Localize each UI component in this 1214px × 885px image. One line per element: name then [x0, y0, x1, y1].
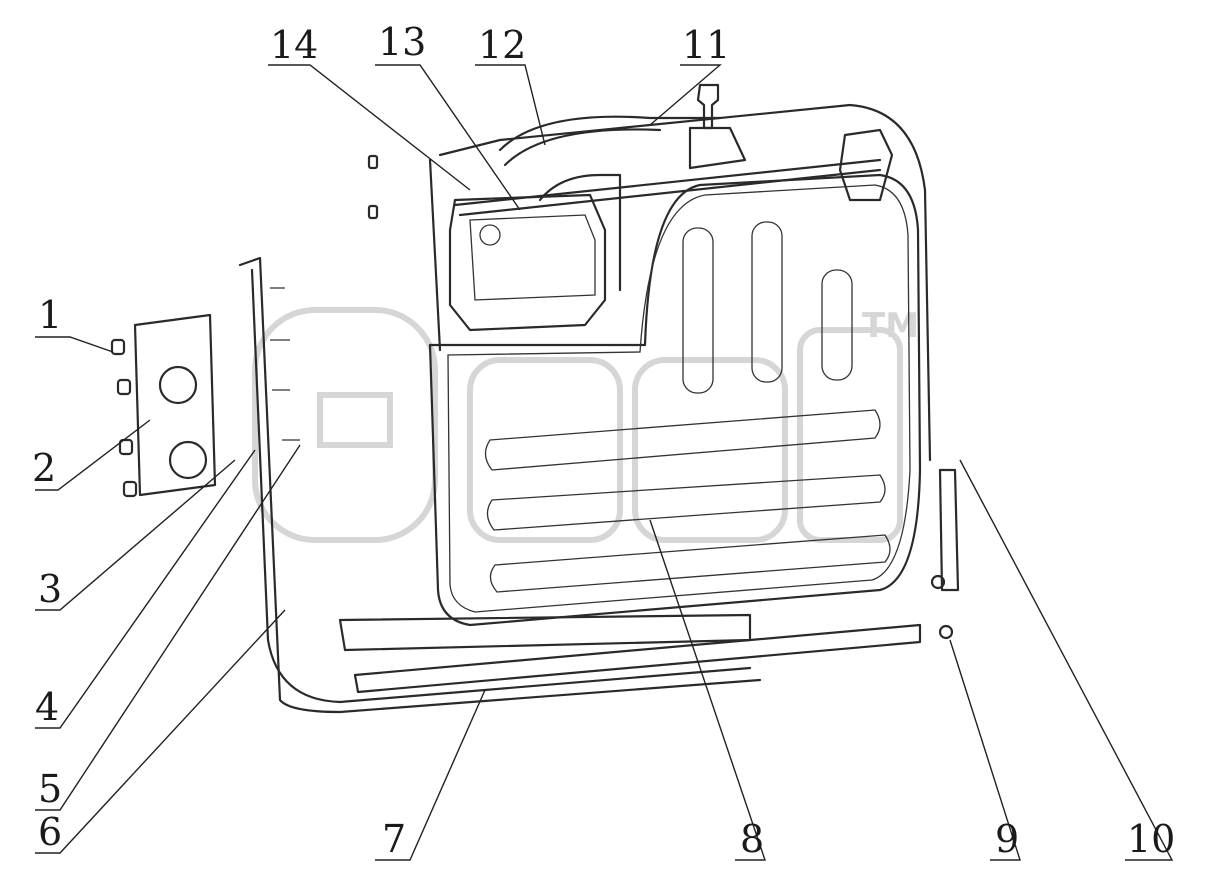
callout-8: 8 [740, 817, 764, 861]
bolt-4 [122, 480, 138, 498]
callout-4: 4 [35, 685, 59, 729]
callout-2: 2 [32, 446, 56, 490]
bracket-plate [133, 313, 217, 497]
bolt-3 [118, 438, 134, 456]
nut-upper [367, 154, 379, 170]
washer-9a [930, 574, 946, 590]
bolt-2 [116, 378, 132, 396]
bracket-hole-upper [158, 365, 198, 405]
callout-3: 3 [38, 567, 62, 611]
tank-rib-3 [489, 534, 891, 593]
tank-top-fittings [428, 83, 932, 462]
callout-11: 11 [682, 23, 730, 67]
tank-rib-4 [682, 227, 714, 394]
tank-rib-6 [821, 269, 853, 381]
fuel-tank [428, 173, 922, 627]
watermark-logo: TM [252, 306, 919, 543]
fuel-sensor-housing [448, 193, 607, 332]
tank-bracket-right [938, 468, 960, 592]
callout-14: 14 [270, 23, 318, 67]
filler-cap [696, 83, 720, 130]
filler-neck [688, 126, 747, 170]
watermark-tm: TM [862, 306, 919, 346]
callout-7: 7 [382, 817, 406, 861]
bolt-1 [110, 338, 126, 356]
breather-valve [838, 128, 894, 202]
callout-12: 12 [478, 23, 526, 67]
tank-rib-2 [486, 474, 886, 531]
callout-1: 1 [38, 293, 62, 337]
callout-labels: 1 2 3 4 5 6 7 8 9 10 11 12 13 14 [32, 20, 1175, 861]
washer-9b [938, 624, 954, 640]
frame-rail-lower [353, 623, 922, 694]
screws [270, 287, 300, 441]
nut-lower [367, 204, 379, 220]
callout-10: 10 [1127, 817, 1175, 861]
mounting-frame [238, 256, 960, 714]
callout-9: 9 [995, 817, 1019, 861]
callout-5: 5 [38, 767, 62, 811]
left-bracket [110, 154, 954, 640]
tank-rib-1 [484, 409, 881, 471]
callout-6: 6 [38, 810, 62, 854]
callout-13: 13 [378, 20, 426, 64]
leader-lines [35, 64, 1174, 861]
bracket-hole-lower [168, 440, 208, 480]
tank-rib-5 [751, 221, 783, 383]
